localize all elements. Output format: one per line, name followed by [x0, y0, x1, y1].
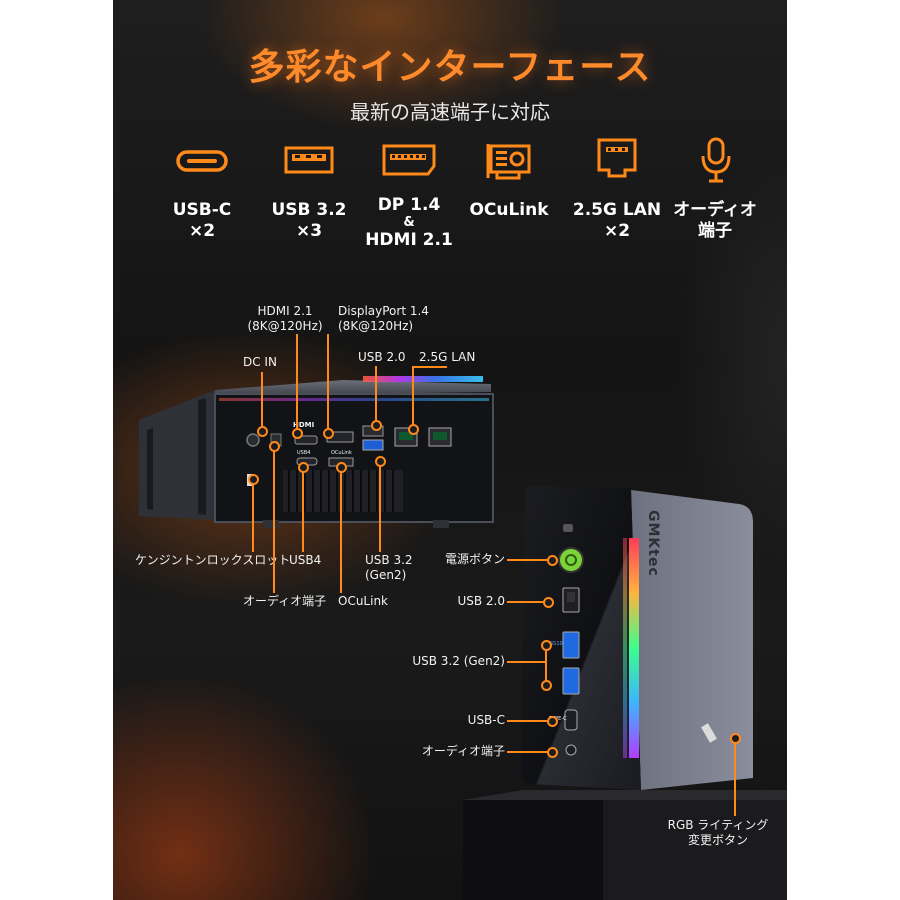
marker-usb2-front [543, 597, 554, 608]
marker-usb4 [298, 462, 309, 473]
usb-c-icon [176, 150, 228, 172]
label-oculink: OCuLink [338, 594, 389, 608]
connector-line-lan-h [412, 366, 447, 368]
usb-a-icon [284, 146, 334, 174]
feature-dp-hdmi: DP 1.4&HDMI 2.1 [365, 195, 453, 250]
product-banner: 多彩なインターフェース 最新の高速端子に対応 USB-C×2 USB 3.2×3 [113, 0, 787, 900]
connector-line-power [507, 559, 549, 561]
connector-line-dc-in [261, 372, 263, 428]
connector-line-audio-front [507, 751, 549, 753]
feature-oculink: OCuLink [469, 200, 549, 220]
rear-mark-usb4: USB4 [297, 450, 311, 456]
marker-oculink [336, 462, 347, 473]
label-usb32-rear: USB 3.2(Gen2) [365, 553, 413, 582]
marker-power [547, 555, 558, 566]
label-rgb-button: RGB ライティング変更ボタン [667, 818, 769, 847]
connector-line-kensington [252, 478, 254, 552]
connector-line-usb2-front [507, 601, 545, 603]
connector-line-usb32-vert [545, 644, 547, 686]
label-usb2-front: USB 2.0 [457, 594, 505, 608]
display-port-icon [382, 144, 436, 176]
pedestal-block [463, 790, 787, 900]
label-usb32-front: USB 3.2 (Gen2) [412, 654, 505, 668]
rear-mark-hdmi: HDMI [293, 421, 315, 429]
front-mark-ss10: SS10 [550, 641, 563, 647]
label-dc-in: DC IN [243, 355, 277, 369]
marker-audio-rear [269, 441, 280, 452]
feature-audio: オーディオ端子 [673, 200, 757, 241]
marker-lan [408, 424, 419, 435]
label-usb4: USB4 [289, 553, 322, 567]
label-usbc-front: USB-C [467, 713, 505, 727]
marker-displayport [323, 428, 334, 439]
marker-audio-front [547, 747, 558, 758]
label-kensington: ケンジントンロックスロット [135, 553, 291, 567]
feature-lan: 2.5G LAN×2 [572, 200, 662, 241]
connector-line-usb4 [302, 466, 304, 552]
connector-line-usb2 [375, 366, 377, 422]
marker-kensington [248, 474, 259, 485]
rear-mark-oculink: OCuLink [331, 450, 352, 456]
marker-usb32-b [541, 680, 552, 691]
label-power: 電源ボタン [444, 552, 505, 566]
marker-usb32-a [541, 640, 552, 651]
label-displayport: DisplayPort 1.4(8K@120Hz) [338, 304, 429, 333]
feature-usb-a: USB 3.2×3 [271, 200, 347, 241]
microphone-icon [701, 137, 731, 183]
connector-line-usbc-front [507, 720, 549, 722]
device-rear-view [139, 376, 494, 528]
oculink-card-icon [486, 144, 531, 180]
connector-line-hdmi [296, 334, 298, 432]
label-lan: 2.5G LAN [419, 350, 476, 364]
marker-hdmi [292, 428, 303, 439]
connector-line-rgb [734, 738, 736, 816]
marker-rgb [730, 733, 741, 744]
connector-line-usb32-front [507, 661, 547, 663]
connector-line-audio-rear [273, 445, 275, 593]
marker-usbc-front [547, 716, 558, 727]
label-audio-rear: オーディオ端子 [243, 594, 327, 608]
connector-line-lan [412, 366, 414, 426]
label-audio-front: オーディオ端子 [421, 744, 505, 758]
label-hdmi: HDMI 2.1(8K@120Hz) [247, 304, 323, 333]
page-subtitle: 最新の高速端子に対応 [350, 100, 550, 124]
connector-line-usb32-rear [379, 460, 381, 552]
connector-line-oculink [340, 466, 342, 593]
marker-usb2-rear [371, 420, 382, 431]
label-usb2-rear: USB 2.0 [358, 350, 406, 364]
feature-usb-c: USB-C×2 [172, 200, 232, 241]
connector-line-displayport [327, 334, 329, 432]
page-title: 多彩なインターフェース [248, 47, 652, 88]
marker-dc-in [257, 426, 268, 437]
brand-logo: GMKtec [645, 510, 661, 577]
lan-port-icon [597, 138, 637, 178]
marker-usb32-rear [375, 456, 386, 467]
